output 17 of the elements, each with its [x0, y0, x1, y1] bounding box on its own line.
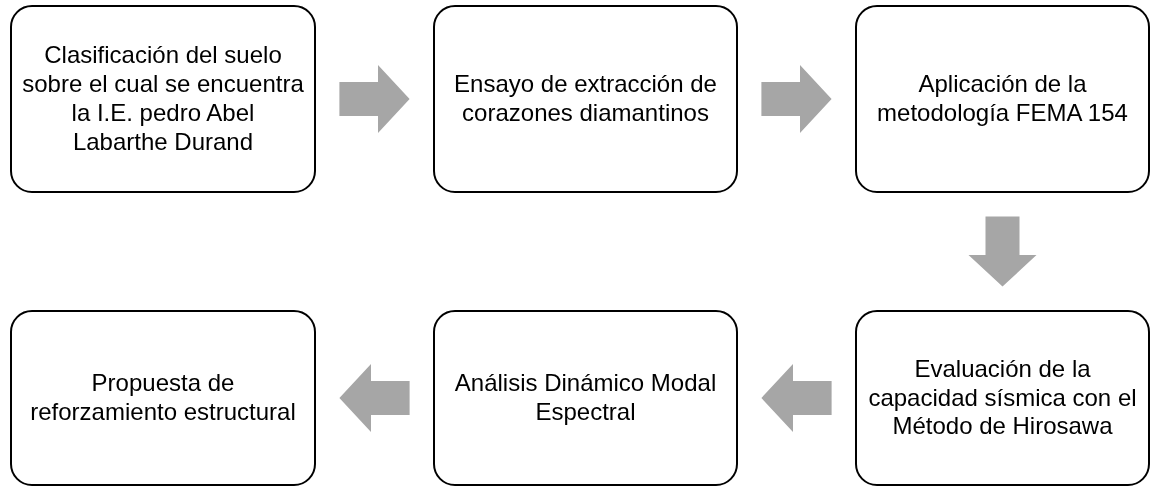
block-arrow [339, 65, 410, 133]
process-box [855, 5, 1150, 193]
step-text: Propuesta de reforzamiento estructural [29, 369, 297, 427]
process-box [433, 5, 738, 193]
step-text: Clasificación del suelo sobre el cual se encuentra la I.E. pedro Abel Labarthe Durand [22, 41, 304, 157]
block-arrow [761, 65, 832, 133]
step-text: Análisis Dinámico Modal Espectral [453, 369, 718, 427]
block-arrow [761, 364, 832, 432]
block-arrow [339, 364, 410, 432]
step-text: Ensayo de extracción de corazones diamantinos [453, 70, 718, 128]
process-box [10, 5, 316, 193]
block-arrow [968, 216, 1037, 287]
process-box [433, 310, 738, 486]
process-box [10, 310, 316, 486]
step-text: Evaluación de la capacidad sísmica con el Método de Hirosawa [867, 354, 1138, 442]
process-box [855, 310, 1150, 486]
step-text: Aplicación de la metodología FEMA 154 [876, 70, 1129, 128]
